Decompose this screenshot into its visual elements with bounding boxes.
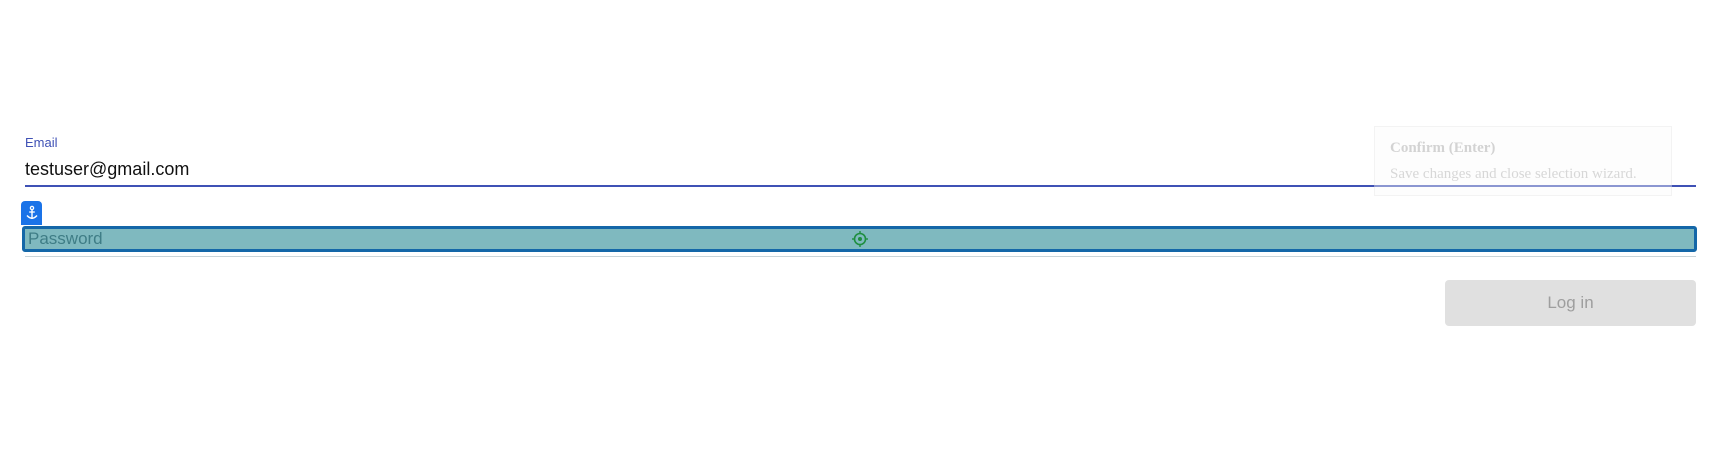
anchor-icon-glyph [25, 205, 38, 219]
email-value[interactable]: testuser@gmail.com [25, 159, 190, 179]
email-field[interactable]: Email testuser@gmail.com [25, 134, 1696, 190]
password-underline [25, 256, 1696, 257]
confirm-tooltip: Confirm (Enter) Save changes and close s… [1374, 126, 1672, 196]
anchor-icon[interactable] [21, 201, 42, 225]
email-underline [25, 185, 1696, 187]
tooltip-title: Confirm (Enter) [1390, 140, 1496, 156]
email-label: Email [25, 135, 58, 150]
crosshair-icon [852, 231, 868, 247]
tooltip-description: Save changes and close selection wizard. [1390, 166, 1637, 182]
login-button[interactable]: Log in [1445, 280, 1696, 326]
